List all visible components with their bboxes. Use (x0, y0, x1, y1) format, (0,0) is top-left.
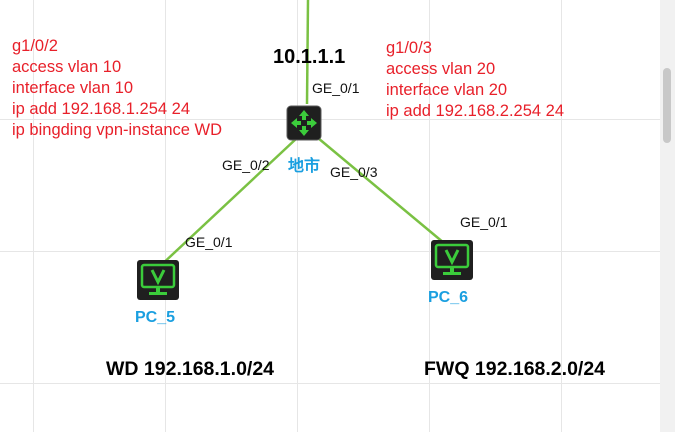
config-left-line: g1/0/2 (12, 37, 58, 55)
pc5-subnet: WD 192.168.1.0/24 (106, 358, 275, 380)
config-left-line: ip add 192.168.1.254 24 (12, 100, 190, 118)
config-right: g1/0/3 access vlan 20 interface vlan 20 … (386, 38, 564, 122)
router-device[interactable] (286, 105, 322, 141)
vertical-scrollbar[interactable] (660, 0, 675, 432)
scrollbar-thumb[interactable] (663, 68, 671, 143)
router-name: 地市 (288, 158, 321, 175)
router-port-right: GE_0/3 (330, 164, 378, 180)
pc5-device[interactable] (136, 259, 180, 301)
config-right-line: access vlan 20 (386, 60, 496, 78)
pc5-port: GE_0/1 (185, 234, 233, 250)
pc6-device[interactable] (430, 239, 474, 281)
config-right-line: g1/0/3 (386, 39, 432, 57)
config-left-line: access vlan 10 (12, 58, 122, 76)
config-right-line: interface vlan 20 (386, 81, 508, 99)
pc6-name: PC_6 (428, 289, 469, 306)
config-left: g1/0/2 access vlan 10 interface vlan 10 … (12, 36, 222, 141)
monitor-icon (137, 260, 179, 300)
pc5-name: PC_5 (135, 309, 176, 326)
config-left-line: ip bingding vpn-instance WD (12, 121, 223, 139)
link-router-pc6[interactable] (317, 137, 451, 249)
router-port-up: GE_0/1 (312, 80, 360, 96)
link-uplink[interactable] (305, 0, 310, 105)
monitor-icon (431, 240, 473, 280)
pc6-subnet: FWQ 192.168.2.0/24 (424, 358, 606, 380)
link-router-pc5[interactable] (157, 137, 298, 269)
router-icon (286, 105, 322, 141)
router-port-left: GE_0/2 (222, 157, 270, 173)
topology-canvas[interactable] (0, 0, 660, 432)
pc6-port: GE_0/1 (460, 214, 508, 230)
links-layer (157, 0, 451, 269)
config-left-line: interface vlan 10 (12, 79, 134, 97)
router-ip-label: 10.1.1.1 (273, 46, 346, 68)
config-right-line: ip add 192.168.2.254 24 (386, 102, 564, 120)
